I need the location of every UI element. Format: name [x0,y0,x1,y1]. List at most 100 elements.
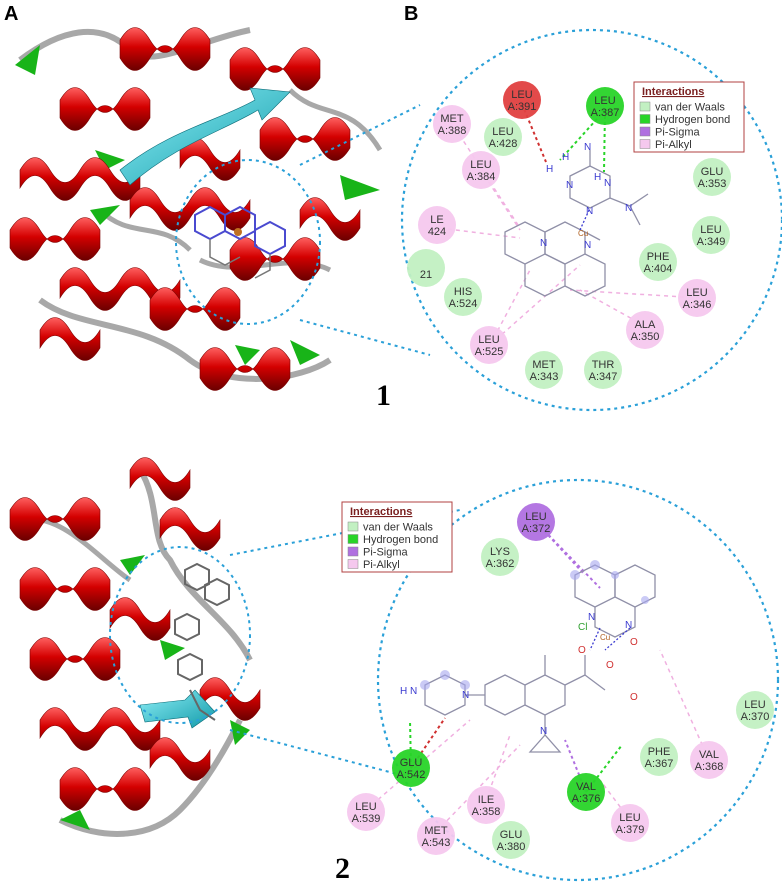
residue-chain-number: A:525 [475,346,504,358]
residue-chain-number: A:379 [616,824,645,836]
residue-circle [693,158,731,196]
svg-text:H: H [546,164,553,175]
residue-chain-number: A:539 [352,813,381,825]
legend-label-pi_alkyl: Pi-Alkyl [655,139,692,151]
residue-name: LEU [686,287,707,299]
residue-circle [525,351,563,389]
legend-swatch-pi_alkyl [347,559,359,569]
residue-circle [584,351,622,389]
protein-ribbon-bottom [9,457,261,837]
svg-text:Cl: Cl [578,622,587,633]
residue-chain-number: A:384 [467,171,496,183]
residue-r1-21: 21 [407,249,445,287]
residue-circle [736,691,774,729]
legend-swatch-pi_sigma [639,126,651,137]
residue-circle [418,206,456,244]
residue-name: PHE [648,746,671,758]
residue-chain-number: A:524 [449,298,478,310]
legend-label-pi_sigma: Pi-Sigma [655,127,701,139]
residue-name: LEU [525,511,546,523]
svg-text:N: N [584,142,591,153]
svg-text:N: N [410,686,417,697]
residue-name: LEU [700,224,721,236]
residue-chain-number: A:380 [497,841,526,853]
residue-chain-number: A:368 [695,761,724,773]
figure-number-1: 1 [376,379,391,412]
ligand-2d-top [504,150,649,297]
svg-text:N: N [462,690,469,701]
residue-group-bottom: LEUA:372LYSA:362LEUA:370PHEA:367VALA:368… [347,503,774,859]
residue-chain-number: A:404 [644,263,673,275]
legend-title: Interactions [642,86,704,98]
svg-text:N: N [625,620,632,631]
residue-name: LEU [470,159,491,171]
svg-text:O: O [630,692,638,703]
svg-text:H: H [562,152,569,163]
residue-name: MET [532,359,556,371]
svg-text:O: O [578,645,586,656]
panel-label-a: A [4,3,18,25]
legend-swatch-van_der_waals [347,521,359,532]
residue-circle [470,326,508,364]
residue-circle [503,81,541,119]
legend-swatch-hydrogen_bond [347,534,359,544]
ligand-atoms-bottom: H N N N O O O O Cl Cu N N [400,612,638,737]
residue-circle [467,786,505,824]
residue-name: MET [440,113,464,125]
residue-chain-number: A:391 [508,101,537,113]
residue-name: GLU [400,757,423,769]
residue-circle [640,738,678,776]
svg-text:N: N [540,726,547,737]
residue-circle [417,817,455,855]
residue-circle [611,804,649,842]
residue-name: LEU [492,126,513,138]
svg-text:Cu: Cu [578,229,588,238]
svg-text:N: N [625,203,632,214]
residue-chain-number: A:428 [489,138,518,150]
residue-chain-number: A:343 [530,371,559,383]
residue-name: LE [430,214,443,226]
residue-chain-number: A:346 [683,299,712,311]
residue-chain-number: A:353 [698,178,727,190]
residue-name: LEU [511,89,532,101]
residue-chain-number: A:362 [486,558,515,570]
legend-label-pi_alkyl: Pi-Alkyl [363,559,400,571]
residue-name: HIS [454,286,472,298]
residue-chain-number: A:347 [589,371,618,383]
residue-name: GLU [701,166,724,178]
svg-text:N: N [588,612,595,623]
residue-chain-number: A:358 [472,806,501,818]
svg-text:N: N [586,206,593,217]
residue-name: LEU [619,812,640,824]
residue-chain-number: A:367 [645,758,674,770]
residue-circle [567,773,605,811]
svg-text:N: N [584,240,591,251]
svg-text:N: N [566,180,573,191]
residue-chain-number: A:350 [631,331,660,343]
residue-name: LEU [355,801,376,813]
residue-circle [639,243,677,281]
protein-ribbon-top [9,27,383,391]
svg-text:O: O [630,637,638,648]
residue-chain-number: A:349 [697,236,726,248]
legend-title: Interactions [350,506,412,518]
svg-text:Cu: Cu [600,633,610,642]
residue-circle [517,503,555,541]
residue-chain-number: 21 [420,269,432,281]
